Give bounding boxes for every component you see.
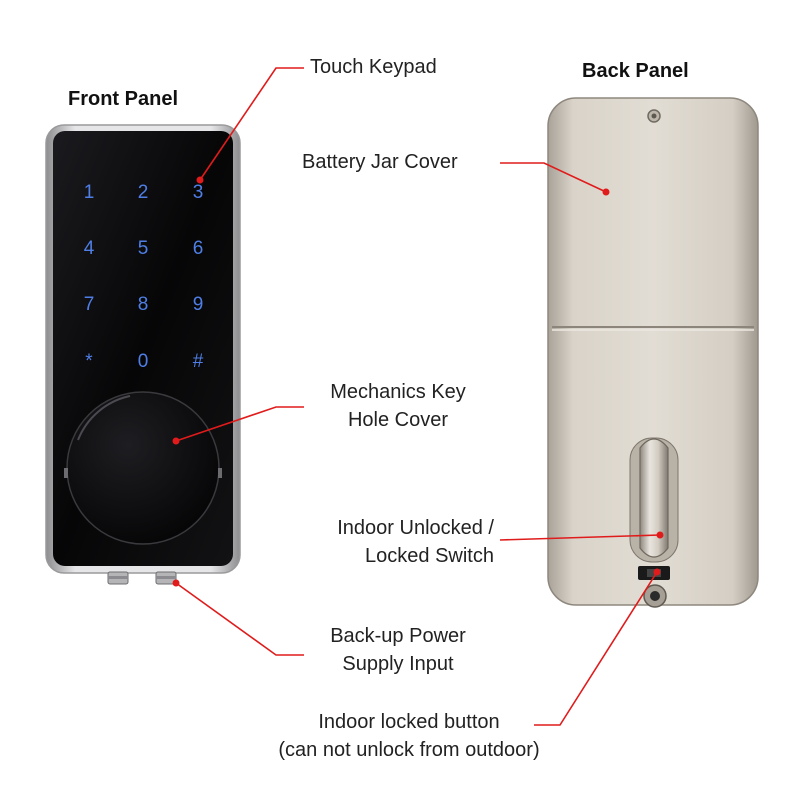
front-panel: 1 2 3 4 5 6 7 8 9 * 0 # <box>45 124 241 585</box>
keypad-key[interactable]: 8 <box>138 294 149 315</box>
back-panel-title: Back Panel <box>582 60 689 82</box>
keypad: 1 2 3 4 5 6 7 8 9 * 0 # <box>84 182 204 372</box>
backup-power-label: Back-up Power Supply Input <box>300 622 496 678</box>
battery-jar-cover-label: Battery Jar Cover <box>302 151 458 173</box>
back-panel <box>547 97 759 608</box>
label-line: Indoor locked button <box>318 711 500 733</box>
indoor-switch-label: Indoor Unlocked / Locked Switch <box>298 514 494 570</box>
backup-power-leader <box>175 582 304 656</box>
keypad-key[interactable]: 1 <box>84 182 95 203</box>
battery-cover-leader <box>500 162 607 193</box>
touch-keypad-leader <box>199 67 304 181</box>
indoor-locked-button-label: Indoor locked button (can not unlock fro… <box>236 708 582 764</box>
label-line: Locked Switch <box>365 545 494 567</box>
keypad-key[interactable]: 7 <box>84 294 95 315</box>
backup-power-terminals <box>107 571 177 585</box>
keypad-key[interactable]: 4 <box>84 238 95 259</box>
keypad-key[interactable]: 6 <box>193 238 204 259</box>
switch-leader <box>499 534 661 541</box>
mechanics-key-hole-cover-label: Mechanics Key Hole Cover <box>300 378 496 434</box>
indoor-unlocked-locked-switch[interactable] <box>639 438 669 558</box>
keypad-key[interactable]: # <box>193 351 204 372</box>
keypad-key[interactable]: 2 <box>138 182 149 203</box>
keypad-key[interactable]: * <box>85 351 93 372</box>
label-line: Hole Cover <box>347 409 449 431</box>
mechanics-key-hole-cover <box>66 391 220 545</box>
key-hole-leader <box>175 406 304 442</box>
label-line: Back-up Power <box>330 625 466 647</box>
touch-keypad-label: Touch Keypad <box>310 56 437 78</box>
keypad-key[interactable]: 9 <box>193 294 204 315</box>
locked-button-leader <box>534 571 658 726</box>
callout-dots <box>172 176 664 587</box>
knob-highlight <box>77 395 131 441</box>
label-line: Indoor Unlocked / <box>337 517 494 539</box>
keypad-key[interactable]: 0 <box>138 351 149 372</box>
keypad-key[interactable]: 3 <box>193 182 204 203</box>
callout-lines <box>175 67 661 726</box>
keypad-key[interactable]: 5 <box>138 238 149 259</box>
label-line: Supply Input <box>342 653 454 675</box>
label-line: Mechanics Key <box>330 381 466 403</box>
side-screw <box>218 468 222 478</box>
front-panel-title: Front Panel <box>68 88 179 110</box>
label-line: (can not unlock from outdoor) <box>278 739 540 761</box>
side-screw <box>64 468 68 478</box>
